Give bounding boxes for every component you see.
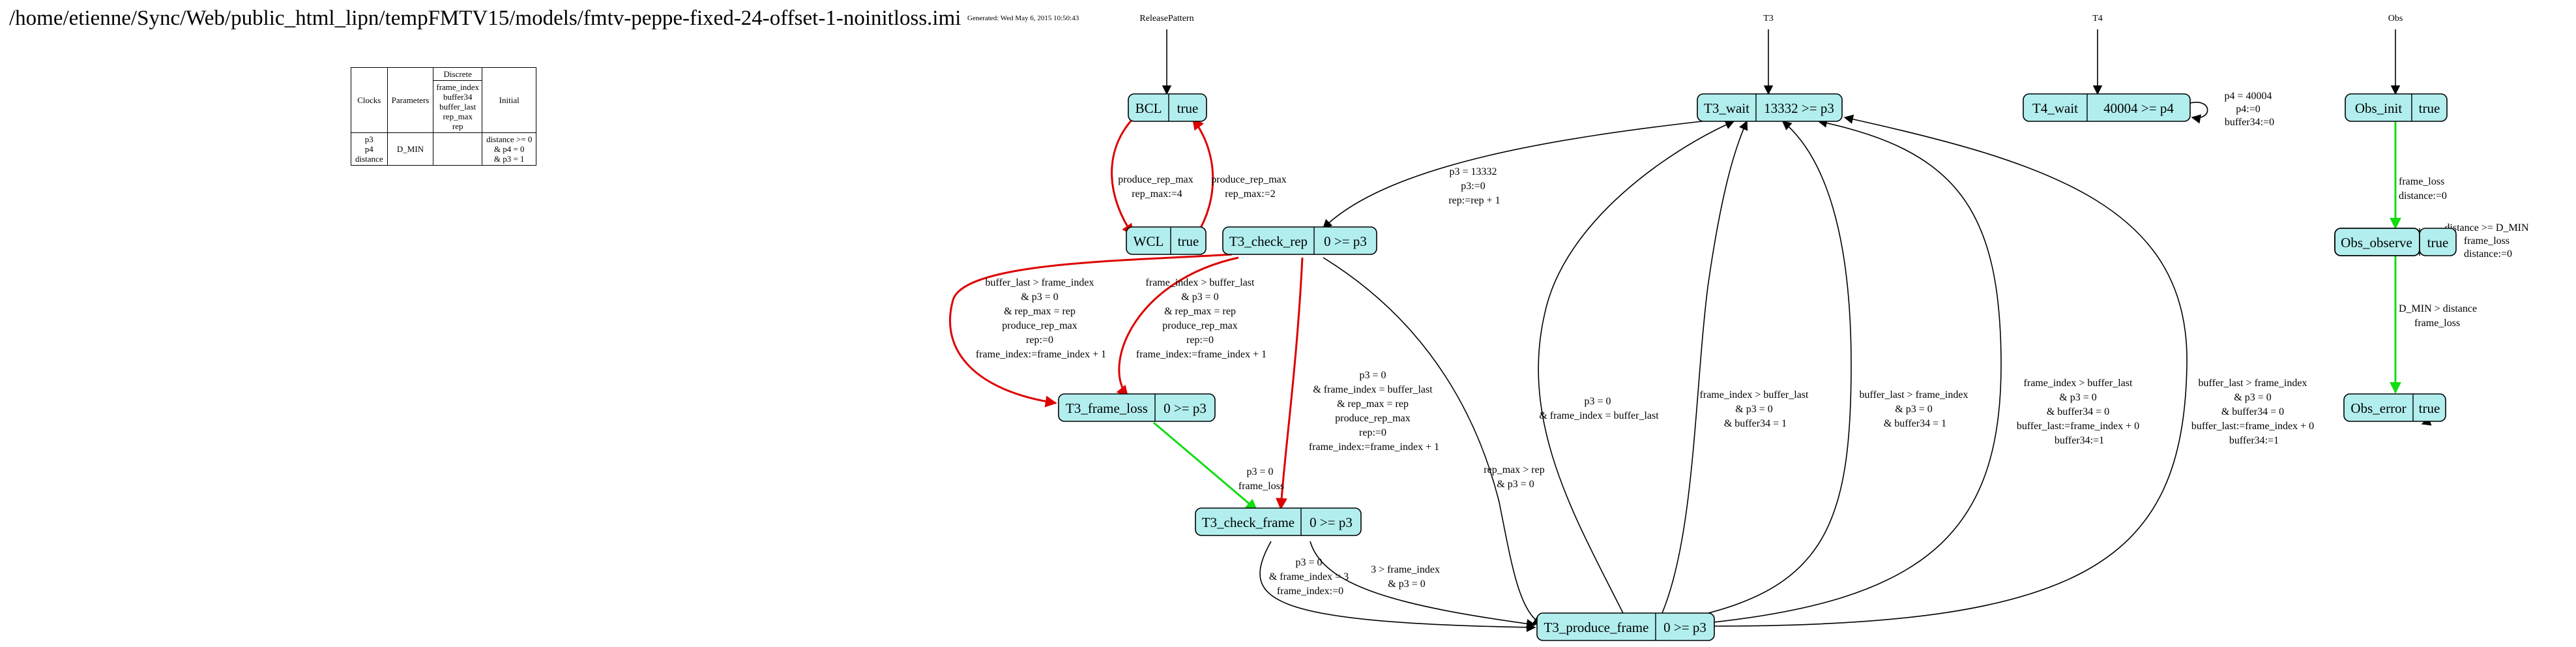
node-t3-frame-loss-invariant: 0 >= p3 (1164, 400, 1207, 416)
node-obs-observe: Obs_observe (2334, 228, 2420, 256)
node-t3-frame-loss-name: T3_frame_loss (1066, 400, 1148, 416)
node-obs-init: Obs_init true (2345, 93, 2448, 122)
legend-discrete-item: buffer_last (439, 102, 476, 112)
legend-discrete-cell: Discrete frame_index buffer34 buffer_las… (433, 67, 483, 133)
label-t4-self: p4 = 40004 p4:=0 buffer34:=0 (2224, 91, 2274, 128)
label-bcl-wcl: produce_rep_max rep_max:=4 (1118, 174, 1196, 200)
node-obs-observe-invariant: true (2427, 235, 2449, 250)
legend-discrete-spacer (433, 132, 483, 166)
legend-initial-item: & p3 = 1 (493, 154, 525, 164)
edge-wcl-to-bcl (1192, 117, 1214, 235)
legend-clock-item: p4 (364, 144, 373, 154)
legend-discrete-item: buffer34 (443, 92, 473, 102)
legend-clock-item: distance (355, 154, 383, 164)
label-produce-wait-1: p3 = 0 & frame_index = buffer_last (1539, 396, 1659, 421)
node-t3-wait: T3_wait 13332 >= p3 (1697, 93, 1843, 122)
legend-initial-values: distance >= 0 & p4 = 0 & p3 = 1 (482, 132, 537, 166)
edge-t4wait-self (2189, 102, 2208, 124)
label-produce-wait-2: frame_index > buffer_last & p3 = 0 & buf… (1700, 389, 1811, 429)
legend-discrete-item: frame_index (436, 82, 480, 92)
edge-checkrep-to-frameloss-b (1116, 256, 1239, 398)
node-obs-error-name: Obs_error (2350, 400, 2406, 416)
edge-checkframe-to-produce-a (1259, 541, 1536, 632)
label-produce-wait-5: buffer_last > frame_index & p3 = 0 & buf… (2191, 378, 2317, 446)
automaton-label-obs: Obs (2388, 14, 2403, 23)
node-obs-error: Obs_error true (2343, 393, 2446, 422)
node-bcl: BCL true (1128, 93, 1207, 122)
edge-produce-to-wait-2 (1661, 120, 1748, 614)
label-checkrep-loss-b: frame_index > buffer_last & p3 = 0 & rep… (1136, 277, 1266, 360)
legend-discrete-item: rep (452, 121, 463, 131)
node-t3-frame-loss: T3_frame_loss 0 >= p3 (1058, 393, 1216, 422)
node-obs-init-name: Obs_init (2355, 100, 2403, 116)
label-wait-checkrep: p3 = 13332 p3:=0 rep:=rep + 1 (1448, 166, 1500, 206)
legend-header-discrete: Discrete (433, 68, 482, 81)
legend-parameters-values: D_MIN (387, 132, 434, 166)
node-obs-error-invariant: true (2419, 400, 2440, 416)
node-bcl-invariant: true (1177, 100, 1199, 116)
legend-header-parameters: Parameters (387, 67, 434, 133)
node-t3-check-frame-invariant: 0 >= p3 (1310, 515, 1353, 530)
legend-header-initial: Initial (482, 67, 537, 133)
file-path-title: /home/etienne/Sync/Web/public_html_lipn/… (9, 7, 961, 30)
legend-discrete-item: rep_max (443, 112, 473, 121)
node-wcl-invariant: true (1178, 233, 1199, 249)
label-loss-checkframe: p3 = 0 frame_loss (1238, 466, 1284, 492)
node-t3-produce-frame: T3_produce_frame 0 >= p3 (1536, 612, 1715, 641)
edge-checkrep-to-frameloss-a (949, 253, 1233, 408)
node-obs-observe-name: Obs_observe (2341, 235, 2412, 250)
node-t3-wait-name: T3_wait (1704, 100, 1749, 116)
node-wcl: WCL true (1126, 226, 1207, 255)
node-t3-check-rep-invariant: 0 >= p3 (1324, 233, 1367, 249)
node-t3-produce-frame-invariant: 0 >= p3 (1663, 620, 1706, 635)
edge-checkframe-to-produce-b (1310, 541, 1536, 629)
label-produce-wait-4: frame_index > buffer_last & p3 = 0 & buf… (2017, 378, 2142, 446)
legend-clocks-values: p3 p4 distance (351, 132, 388, 166)
label-checkrep-produce: rep_max > rep & p3 = 0 (1484, 464, 1547, 490)
node-t3-produce-frame-name: T3_produce_frame (1544, 620, 1649, 635)
generated-timestamp: Generated: Wed May 6, 2015 10:50:43 (967, 14, 1079, 22)
variables-legend-table: Clocks Parameters Discrete frame_index b… (351, 67, 537, 166)
node-t4-wait-name: T4_wait (2032, 100, 2078, 116)
node-t3-wait-invariant: 13332 >= p3 (1764, 100, 1834, 116)
edge-checkrep-to-checkframe (1276, 257, 1304, 510)
node-t4-wait: T4_wait 40004 >= p4 (2023, 93, 2191, 122)
label-obs-observe-self: distance >= D_MIN frame_loss distance:=0 (2444, 222, 2531, 260)
node-t4-wait-invariant: 40004 >= p4 (2103, 100, 2174, 116)
node-t3-check-rep-name: T3_check_rep (1229, 233, 1308, 249)
edge-produce-to-wait-1 (1538, 120, 1735, 614)
edge-produce-to-wait-4 (1707, 118, 2002, 624)
edge-produce-to-wait-5 (1714, 114, 2188, 627)
node-t3-check-frame: T3_check_frame 0 >= p3 (1195, 507, 1362, 536)
node-t3-check-frame-name: T3_check_frame (1202, 515, 1295, 530)
legend-parameter-item: D_MIN (396, 144, 424, 154)
node-wcl-name: WCL (1134, 233, 1164, 249)
edge-t3wait-to-checkrep (1322, 120, 1708, 230)
node-t3-check-rep: T3_check_rep 0 >= p3 (1222, 226, 1377, 255)
label-checkframe-produce-b: 3 > frame_index & p3 = 0 (1371, 564, 1442, 590)
legend-discrete-values: frame_index buffer34 buffer_last rep_max… (433, 81, 482, 133)
legend-initial-item: & p4 = 0 (493, 144, 525, 154)
edge-bcl-to-wcl (1111, 117, 1134, 236)
label-checkrep-loss-a: buffer_last > frame_index & p3 = 0 & rep… (976, 277, 1106, 360)
label-wcl-bcl: produce_rep_max rep_max:=2 (1211, 174, 1289, 200)
automaton-label-releasepattern: ReleasePattern (1139, 14, 1193, 23)
label-obs-init-observe: frame_loss distance:=0 (2399, 176, 2447, 202)
edge-produce-to-wait-3 (1694, 121, 1852, 617)
edge-checkrep-to-produce (1323, 257, 1543, 625)
edge-frameloss-to-checkframe (1153, 421, 1258, 511)
automaton-label-t4: T4 (2092, 14, 2103, 23)
node-bcl-name: BCL (1135, 100, 1162, 116)
label-checkrep-checkframe: p3 = 0 & frame_index = buffer_last & rep… (1309, 370, 1439, 453)
node-obs-init-invariant: true (2419, 100, 2440, 116)
label-produce-wait-3: buffer_last > frame_index & p3 = 0 & buf… (1860, 389, 1971, 429)
node-obs-observe-inv: true (2419, 228, 2457, 256)
label-obs-observe-error: D_MIN > distance frame_loss (2399, 303, 2480, 329)
legend-clock-item: p3 (364, 134, 373, 144)
label-checkframe-produce-a: p3 = 0 & frame_index = 3 frame_index:=0 (1269, 557, 1351, 597)
automaton-label-t3: T3 (1763, 14, 1774, 23)
legend-initial-item: distance >= 0 (486, 134, 533, 144)
